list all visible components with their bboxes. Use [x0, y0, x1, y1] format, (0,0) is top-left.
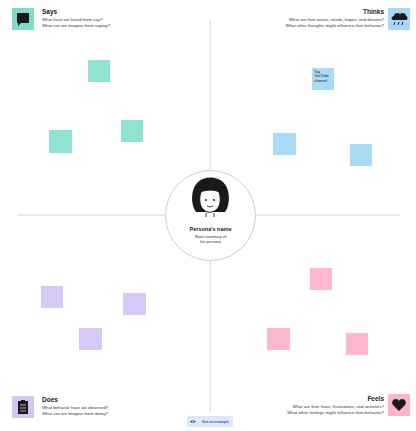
quadrant-question: What are their fears, frustrations, and …: [293, 404, 384, 409]
axis-line: [210, 20, 211, 170]
persona-face: [192, 178, 229, 218]
quadrant-question: What behavior have we observed?: [42, 405, 108, 410]
button-text: See an example: [202, 420, 229, 424]
quadrant-question: What other feelings might influence thei…: [287, 410, 384, 415]
sticky-note: Tag YouTube channel: [312, 68, 334, 90]
quadrant-question: What other thoughts might influence thei…: [286, 23, 384, 28]
feels-icon: [388, 394, 410, 416]
persona-circle: Persona's nameShort summary of the perso…: [165, 170, 256, 261]
thinks-icon: [388, 8, 410, 30]
axis-line: [18, 215, 165, 216]
example-button: See an example: [187, 416, 233, 427]
sticky-text: Tag YouTube channel: [314, 70, 332, 83]
quadrant-heading: Thinks: [363, 8, 384, 16]
axis-line: [210, 261, 211, 412]
sticky-note: [41, 60, 372, 355]
says-icon: [12, 8, 34, 30]
quadrant-question: What can we imagine them saying?: [42, 23, 110, 28]
quadrant-question: What are their wants, needs, hopes, and …: [289, 17, 384, 22]
quadrant-heading: Does: [42, 396, 58, 404]
persona-circle-fill: [165, 170, 256, 261]
axis-line: [256, 215, 400, 216]
quadrant-question: What can we imagine them doing?: [42, 411, 108, 416]
does-icon: [12, 396, 34, 418]
quadrant-heading: Says: [42, 8, 57, 16]
quadrant-question: What have we heard them say?: [42, 17, 102, 22]
persona-name: Persona's name: [190, 226, 232, 232]
eye-icon: [190, 420, 196, 423]
button-fill: [187, 416, 233, 427]
quadrant-heading: Feels: [367, 395, 384, 403]
persona-summary: Short summary of the persona: [194, 235, 228, 245]
